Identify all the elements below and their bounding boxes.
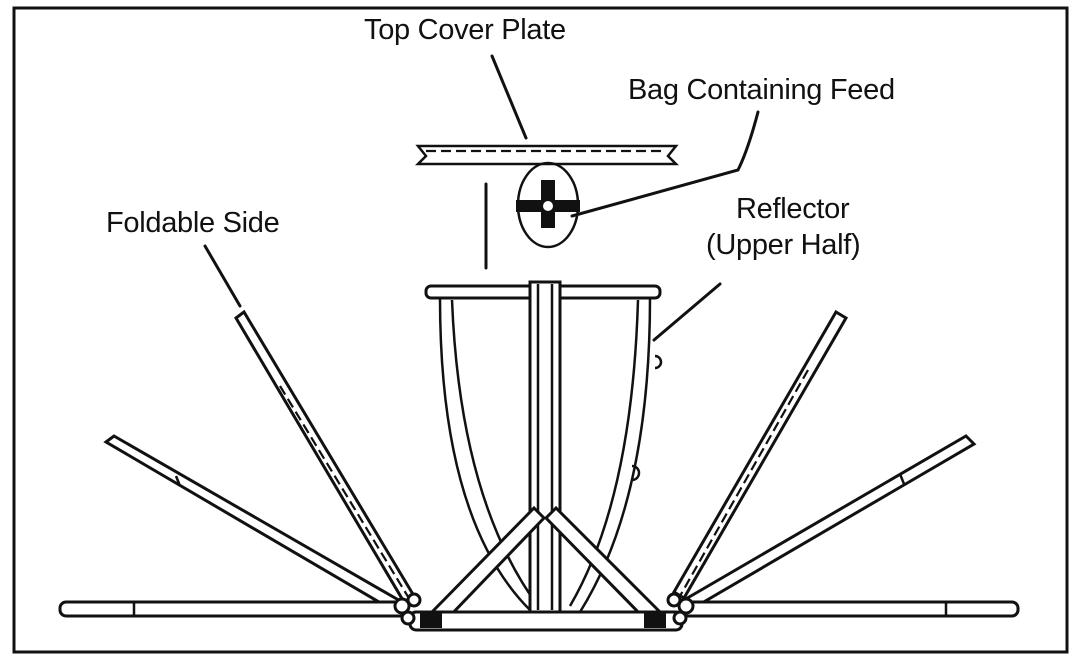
base-bar [408, 610, 684, 632]
foldable-side-left-flat [58, 600, 408, 618]
hinge-right [644, 592, 695, 628]
hinge-left [393, 592, 442, 628]
label-foldable-side: Foldable Side [106, 207, 279, 239]
label-top-cover-plate: Top Cover Plate [364, 14, 566, 46]
feed-bag [516, 161, 580, 249]
foldable-side-right-flat [680, 600, 1020, 618]
reflector-upper-half [438, 297, 663, 613]
leader-top-cover-plate [490, 54, 528, 140]
label-reflector: Reflector [736, 193, 850, 225]
leader-foldable-side [203, 244, 242, 308]
label-bag-containing-feed: Bag Containing Feed [628, 74, 895, 106]
diagram-border [12, 6, 1069, 654]
label-reflector-upper-half: (Upper Half) [706, 229, 860, 261]
leader-bag-containing-feed [570, 110, 760, 218]
central-mast [528, 280, 562, 614]
top-cover-plate [414, 144, 680, 166]
leader-reflector [652, 282, 722, 342]
